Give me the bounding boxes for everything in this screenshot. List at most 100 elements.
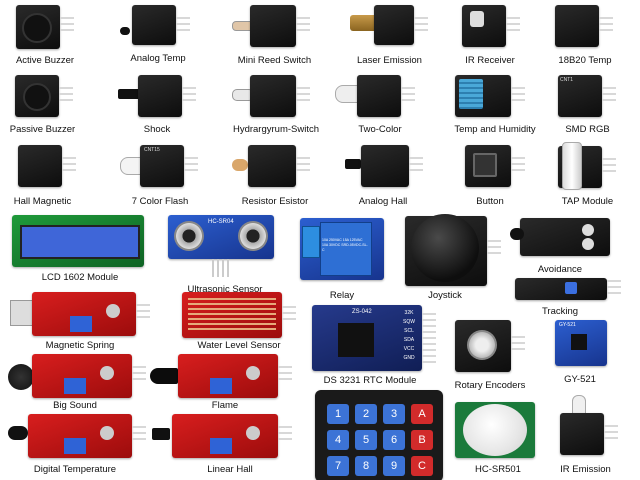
label-passive-buzzer: Passive Buzzer	[9, 124, 76, 135]
label-linear-hall: Linear Hall	[207, 464, 253, 475]
label-magnetic-spring: Magnetic Spring	[45, 340, 115, 351]
buzzer-icon	[23, 83, 51, 111]
water-level-sensor-module	[182, 292, 296, 340]
label-laser-emission: Laser Emission	[357, 55, 422, 66]
buzzer-icon	[22, 13, 52, 43]
magnetic-spring-module	[10, 292, 150, 338]
mini-reed-switch-module	[232, 5, 312, 53]
keypad-key[interactable]: 2	[355, 404, 377, 424]
label-digital-temperature: Digital Temperature	[33, 464, 117, 475]
label-big-sound: Big Sound	[53, 400, 97, 411]
label-analog-temp: Analog Temp	[130, 53, 186, 64]
label-resistor-esistor: Resistor Esistor	[241, 196, 309, 207]
keypad-key[interactable]: 7	[327, 456, 349, 476]
keypad-key[interactable]: 6	[383, 430, 405, 450]
label-18b20-temp: 18B20 Temp	[558, 55, 612, 66]
label-flame: Flame	[211, 400, 239, 411]
label-smd-rgb: SMD RGB	[565, 124, 610, 135]
shock-module	[118, 75, 196, 120]
rtc-pin-labels: 32K SQW SCL SDA VCC GND	[396, 309, 422, 363]
label-tracking: Tracking	[541, 306, 579, 317]
label-lcd-1602: LCD 1602 Module	[41, 272, 119, 283]
resistor-esistor-module	[232, 145, 312, 190]
ir-receiver-module	[462, 5, 522, 53]
analog-temp-module	[120, 5, 190, 53]
label-ir-receiver: IR Receiver	[465, 55, 515, 66]
tap-module	[558, 142, 618, 192]
digital-temperature-module	[8, 414, 146, 460]
label-shock: Shock	[143, 124, 171, 135]
keypad-key[interactable]: 4	[327, 430, 349, 450]
temp-humidity-module	[455, 75, 525, 120]
rotary-encoders-module	[455, 320, 525, 375]
label-7-color-flash: 7 Color Flash	[131, 196, 189, 207]
label-analog-hall: Analog Hall	[358, 196, 408, 207]
ir-emission-module	[560, 395, 620, 460]
label-mini-reed-switch: Mini Reed Switch	[237, 55, 312, 66]
label-hydrargyrum-switch: Hydrargyrum-Switch	[232, 124, 320, 135]
label-hc-sr501: HC-SR501	[475, 464, 521, 475]
label-rotary-encoders: Rotary Encoders	[454, 380, 526, 391]
keypad-module: 1 2 3 A 4 5 6 B 7 8 9 C	[315, 390, 443, 480]
label-avoidance: Avoidance	[537, 264, 583, 275]
hydrargyrum-switch-module	[232, 75, 312, 120]
keypad-key[interactable]: B	[411, 430, 433, 450]
keypad-key[interactable]: 9	[383, 456, 405, 476]
rtc-pin-label: VCC	[403, 346, 415, 352]
keypad-key[interactable]: 8	[355, 456, 377, 476]
keypad-key[interactable]: C	[411, 456, 433, 476]
keypad-key[interactable]: 5	[355, 430, 377, 450]
flash-tag: CNT15	[144, 147, 160, 153]
label-relay: Relay	[329, 290, 355, 301]
keypad-key[interactable]: 3	[383, 404, 405, 424]
laser-emission-module	[350, 5, 430, 53]
gy521-tag: GY-521	[559, 322, 576, 328]
label-active-buzzer: Active Buzzer	[15, 55, 75, 66]
lcd-1602-module	[12, 215, 144, 267]
two-color-module	[335, 75, 415, 120]
rtc-pin-label: SDA	[403, 337, 415, 343]
ds3231-rtc-module: ZS-042 32K SQW SCL SDA VCC GND	[312, 305, 442, 375]
relay-module: 10A 250VAC 15A 125VAC 10A 30VDC SRD-05VD…	[300, 218, 384, 283]
pir-dome	[463, 404, 527, 456]
analog-hall-module	[345, 145, 425, 190]
label-gy521: GY-521	[564, 374, 596, 385]
rtc-pin-label: 32K	[404, 310, 414, 316]
label-ultrasonic-sensor: Ultrasonic Sensor	[187, 284, 263, 295]
label-button: Button	[476, 196, 504, 207]
label-joystick: Joystick	[428, 290, 462, 301]
label-two-color: Two-Color	[358, 124, 402, 135]
ultrasonic-chip-label: HC-SR04	[208, 219, 234, 225]
label-ir-emission: IR Emission	[560, 464, 611, 475]
big-sound-module	[8, 354, 146, 400]
rtc-tag: ZS-042	[352, 309, 372, 315]
gy521-module: GY-521	[555, 320, 615, 368]
joystick-module	[405, 214, 501, 286]
label-tap-module: TAP Module	[561, 196, 614, 207]
joystick-knob	[411, 214, 479, 282]
rtc-pin-label: GND	[403, 355, 415, 361]
lcd-screen	[20, 225, 140, 259]
temp-18b20-module	[555, 5, 615, 53]
smd-rgb-module: CNT1	[558, 75, 618, 120]
tracking-module	[515, 278, 621, 302]
keypad-key[interactable]: A	[411, 404, 433, 424]
hc-sr501-module	[455, 402, 535, 460]
hall-magnetic-module	[18, 145, 78, 190]
ultrasonic-sensor-module: HC-SR04	[168, 215, 274, 279]
rtc-pin-label: SQW	[403, 319, 415, 325]
keypad-key[interactable]: 1	[327, 404, 349, 424]
label-hall-magnetic: Hall Magnetic	[13, 196, 72, 207]
rtc-pin-label: SCL	[404, 328, 414, 334]
linear-hall-module	[152, 414, 292, 460]
active-buzzer-module	[12, 5, 74, 53]
flame-module	[150, 354, 292, 400]
passive-buzzer-module	[15, 75, 75, 120]
seven-color-flash-module: CNT15	[120, 145, 200, 190]
label-temp-humidity: Temp and Humidity	[454, 124, 536, 135]
label-water-level-sensor: Water Level Sensor	[197, 340, 281, 351]
smd-rgb-tag: CNT1	[560, 77, 574, 83]
relay-body-text: 10A 250VAC 15A 125VAC 10A 30VDC SRD-05VD…	[322, 238, 368, 252]
label-ds3231-rtc: DS 3231 RTC Module	[323, 375, 417, 386]
